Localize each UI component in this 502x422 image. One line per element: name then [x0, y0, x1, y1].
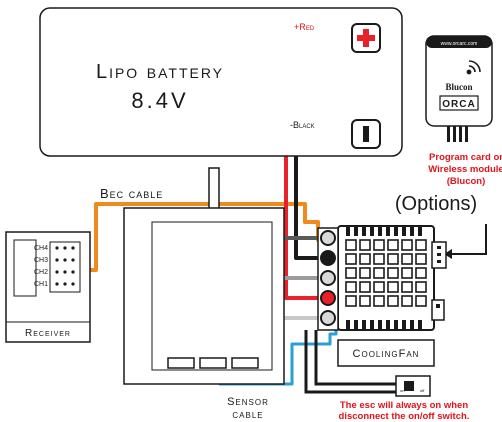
wireless-signal-icon [466, 60, 481, 75]
minus-icon [363, 126, 369, 142]
esc-post-motor-c [320, 310, 336, 326]
options-caption-line-1: Program card or [429, 152, 502, 163]
motor-inner-body [151, 221, 273, 371]
esc [337, 225, 447, 331]
negative-label: -Black [290, 120, 315, 130]
options-caption-line-3: (Blucon) [447, 176, 486, 187]
switch-wire [314, 330, 396, 386]
switch-off-label: off [420, 388, 425, 393]
sensor-cable-label: Sensor [227, 396, 269, 408]
esc-heatsink-cells [345, 239, 427, 307]
channel-label: CH2 [34, 269, 48, 276]
switch-wire-2 [304, 330, 396, 394]
receiver-inner-box [13, 239, 37, 297]
channel-label: CH1 [34, 281, 48, 288]
blucon-connector-pins [447, 126, 468, 142]
receiver-label: Receiver [25, 328, 71, 339]
esc-posts [317, 227, 339, 331]
motor-terminal [167, 357, 195, 369]
channel-label: CH3 [34, 257, 48, 264]
receiver-channels: CH4 CH3 CH2 CH1 [34, 245, 48, 288]
esc-fan-port-pin [436, 304, 440, 308]
motor-shaft [208, 167, 220, 213]
esc-post-battery-negative [320, 250, 336, 266]
esc-program-port-pins [437, 246, 441, 263]
battery-voltage: 8.4V [131, 88, 188, 113]
blucon-brand: ORCA [442, 99, 475, 110]
options-connector-line [450, 224, 487, 255]
blucon-header-strip [426, 36, 492, 48]
esc-heatsink-grid [346, 226, 422, 330]
switch-note-line-1: The esc will always on when [340, 400, 468, 411]
battery-name: Lipo battery [96, 61, 224, 83]
options-arrow-head [444, 249, 452, 259]
sensor-cable-label-2: cable [232, 409, 263, 421]
motor-terminal [199, 357, 227, 369]
switch-note-line-2: disconnect the on/off switch. [339, 411, 470, 422]
switch-slider [404, 381, 414, 391]
esc-post-battery-positive [320, 290, 336, 306]
motor-terminal [231, 357, 259, 369]
channel-label: CH4 [34, 245, 48, 252]
blucon-brand-box [439, 95, 479, 111]
cooling-fan-label: CoolingFan [353, 348, 420, 360]
receiver-pins [55, 246, 75, 286]
blucon-module: www.orcarc.com Blucon ORCA [425, 35, 493, 142]
blucon-url: www.orcarc.com [441, 41, 478, 47]
blucon-name: Blucon [445, 82, 472, 92]
cooling-fan [337, 339, 435, 367]
positive-label: +Red [294, 22, 315, 32]
plus-icon-v [363, 29, 369, 47]
options-label: (Options) [395, 193, 477, 215]
esc-post-motor-a [320, 230, 336, 246]
bec-cable-label: Bec cable [100, 186, 163, 201]
esc-post-motor-b [320, 270, 336, 286]
esc-fan-port [431, 299, 445, 321]
lipo-battery [39, 7, 403, 157]
switch-on-label: on [400, 388, 404, 393]
options-caption-line-2: Wireless module [428, 164, 502, 175]
blucon-body [425, 35, 493, 127]
